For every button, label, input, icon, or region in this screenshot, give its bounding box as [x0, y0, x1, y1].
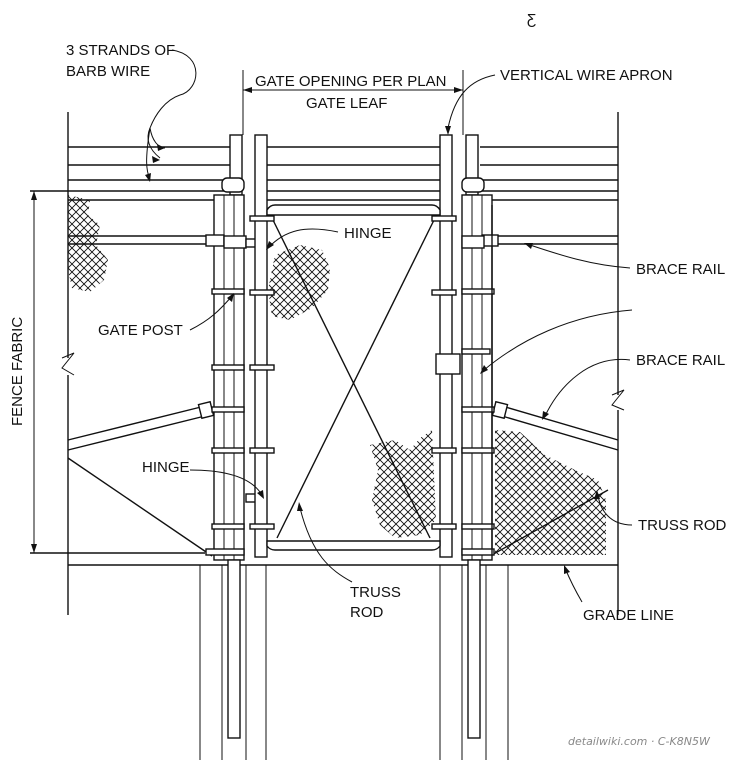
brace-rail-upper-label: BRACE RAIL	[636, 261, 725, 278]
watermark: detailwiki.com · C-K8N5W	[568, 735, 711, 748]
brace-rail-lower-label: BRACE RAIL	[636, 352, 725, 369]
hinge-top-label: HINGE	[344, 225, 392, 242]
truss-rod-right-label: TRUSS ROD	[638, 517, 727, 534]
truss-rod-center-label-line2: ROD	[350, 604, 384, 621]
left-gate-post	[205, 134, 267, 760]
gate-leaf	[249, 134, 461, 558]
truss-rod-center-label-line1: TRUSS	[350, 584, 401, 601]
leader-lines	[145, 49, 633, 603]
grade-line-label: GRADE LINE	[583, 607, 674, 624]
hinge-bottom-label: HINGE	[142, 459, 190, 476]
right-gate-post	[461, 134, 499, 760]
fence-fabric-dimension	[31, 191, 37, 553]
vertical-wire-apron-label: VERTICAL WIRE APRON	[500, 67, 673, 84]
gate-opening-label: GATE OPENING PER PLAN	[255, 73, 446, 90]
fence-fabric-mesh	[68, 195, 606, 555]
fence-frame	[30, 112, 625, 615]
fence-fabric-label: FENCE FABRIC	[9, 317, 26, 426]
barb-wire-label-line1: 3 STRANDS OF	[66, 42, 175, 59]
top-mark: Ƹ	[527, 11, 536, 28]
end-brace	[67, 400, 619, 557]
footings	[199, 565, 509, 760]
gate-leaf-label: GATE LEAF	[306, 95, 387, 112]
gate-opening-dimension	[242, 70, 464, 135]
gate-post-label: GATE POST	[98, 322, 183, 339]
barb-wire-label-line2: BARB WIRE	[66, 63, 150, 80]
